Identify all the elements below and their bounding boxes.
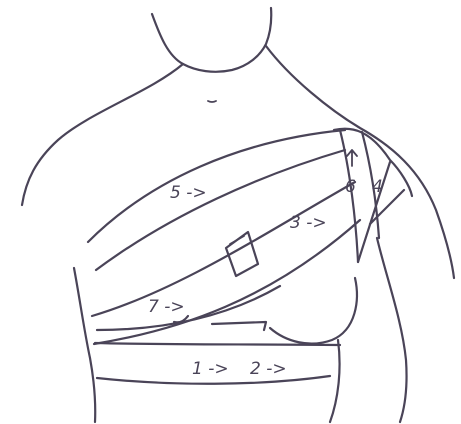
bandage-diagonal-wraps (88, 130, 360, 344)
label-5: 5 -> (170, 183, 207, 203)
torso-outline (22, 46, 454, 422)
label-1: 1 -> (192, 359, 229, 379)
neck-outline (152, 8, 271, 102)
label-6: 6 (345, 177, 356, 197)
arrow-up-icon (347, 150, 357, 166)
label-7: 7 -> (148, 297, 185, 317)
label-3: 3 -> (290, 213, 327, 233)
label-2: 2 -> (250, 359, 287, 379)
label-4: 4 (372, 177, 383, 197)
breast-outline (270, 278, 357, 344)
